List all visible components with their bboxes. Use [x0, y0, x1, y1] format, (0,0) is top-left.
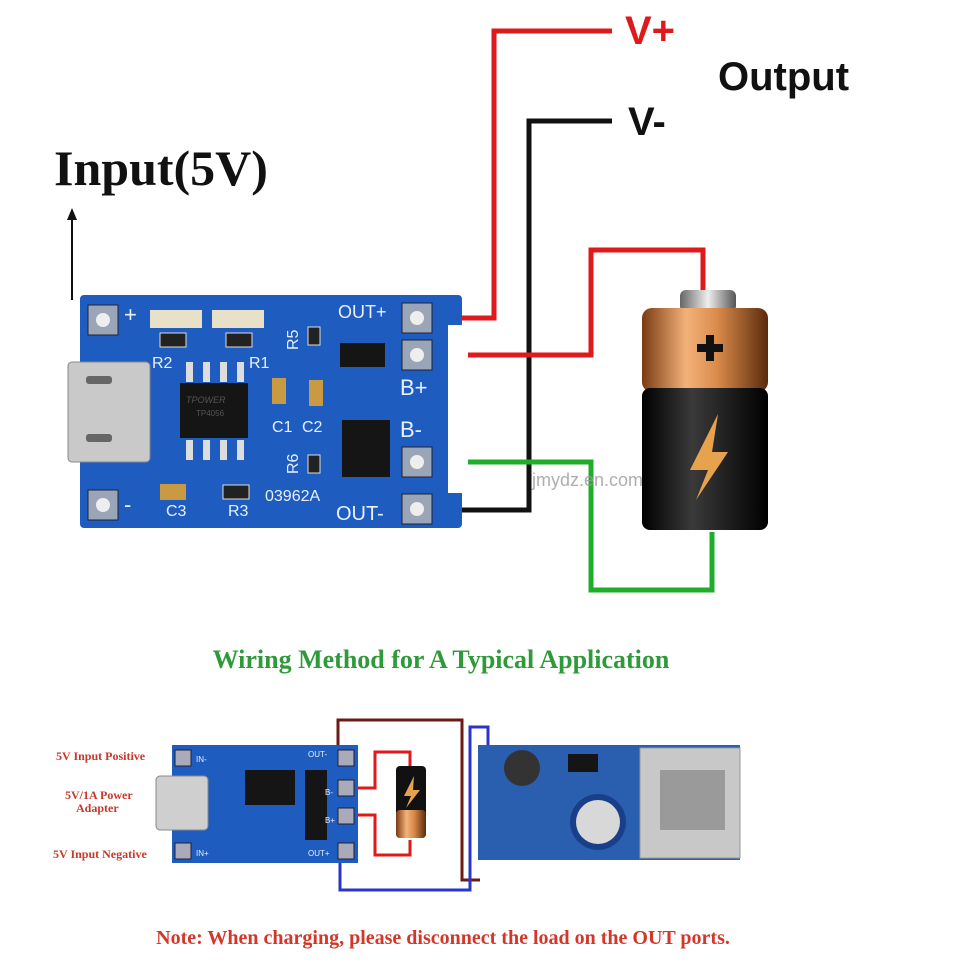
label-input-positive: 5V Input Positive [56, 749, 146, 763]
silk-c2: C2 [302, 419, 323, 436]
silk-out-minus-small: OUT- [308, 750, 327, 759]
wire-red-bplus [345, 750, 412, 790]
battery-icon [642, 290, 768, 530]
wire-battery-plus [422, 247, 706, 358]
vminus-label: V- [628, 100, 666, 144]
label-adapter-line1: 5V/1A Power [65, 788, 133, 802]
input-arrow-icon [67, 208, 77, 300]
silk-r3: R3 [228, 503, 249, 520]
tp4056-board-small: IN- IN+ OUT- B- B+ OUT+ [155, 745, 358, 863]
silk-minus: - [124, 492, 131, 517]
chip-text-model: TP4056 [196, 409, 225, 418]
silk-b-plus-small: B+ [325, 816, 335, 825]
wire-battery-minus [422, 459, 715, 593]
silk-r2: R2 [152, 355, 173, 372]
label-input-negative: 5V Input Negative [53, 847, 147, 861]
silk-r1: R1 [249, 355, 270, 372]
silk-in-minus: IN- [196, 755, 207, 764]
boost-converter-board [478, 745, 741, 860]
silk-b-minus: B- [400, 417, 422, 442]
wire-red-bminus [345, 813, 412, 857]
silk-b-plus: B+ [400, 375, 428, 400]
silk-c3: C3 [166, 503, 187, 520]
silk-plus: + [124, 302, 137, 327]
silk-in-plus: IN+ [196, 849, 209, 858]
silk-board-code: 03962A [265, 488, 320, 505]
tp4056-chip [180, 383, 248, 438]
battery-small-icon [396, 766, 426, 838]
silk-c1: C1 [272, 419, 293, 436]
silk-b-minus-small: B- [325, 788, 333, 797]
note-text: Note: When charging, please disconnect t… [156, 927, 730, 949]
silk-out-minus: OUT- [336, 503, 384, 525]
section-title: Wiring Method for A Typical Application [213, 645, 670, 674]
output-label: Output [718, 55, 849, 99]
silk-out-plus-small: OUT+ [308, 849, 330, 858]
wire-darkred-load [336, 718, 480, 882]
label-adapter-line2: Adapter [76, 801, 119, 815]
silk-out-plus: OUT+ [338, 302, 387, 322]
wire-blue-load [338, 725, 490, 892]
tp4056-board: TPOWER TP4056 OUT+ B+ B- OUT- R5 R6 R2 R… [67, 295, 468, 528]
vplus-label: V+ [625, 9, 675, 53]
silk-r5: R5 [285, 329, 302, 350]
chip-text-brand: TPOWER [186, 395, 226, 405]
input-label: Input(5V) [54, 140, 268, 196]
wire-vminus [422, 118, 612, 513]
wire-vplus [422, 28, 612, 321]
silk-r6: R6 [285, 453, 302, 474]
watermark: jmydz.en.com [531, 470, 643, 490]
